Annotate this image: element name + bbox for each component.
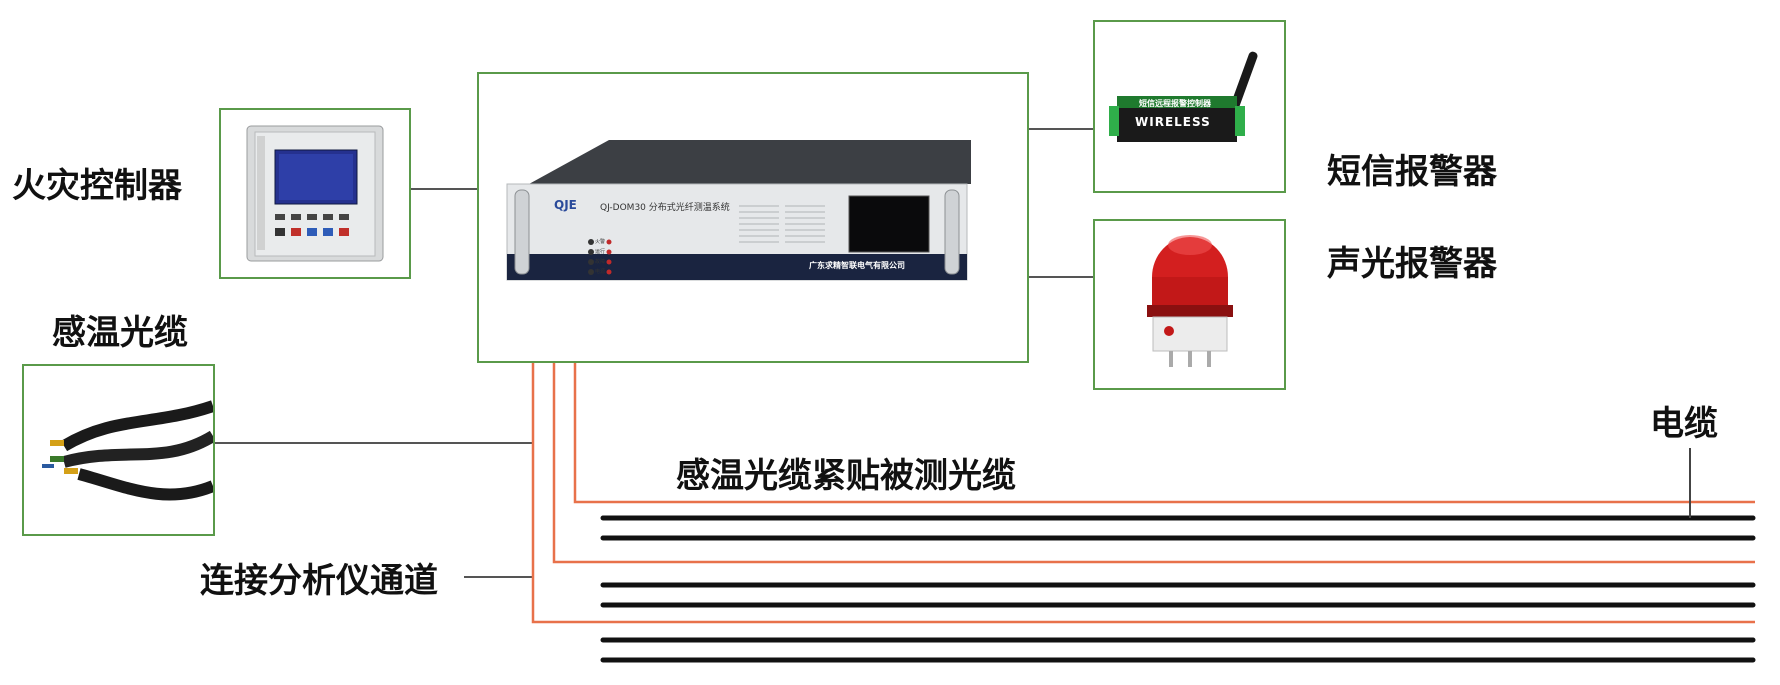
- sensing-cable-box: [22, 364, 215, 536]
- fire-controller-label: 火灾控制器: [12, 158, 182, 207]
- power-cable-label: 电缆: [1650, 396, 1718, 445]
- sound-light-alarm-box: [1093, 219, 1286, 390]
- main-analyzer-box: QJE QJ-DOM30 分布式光纤测温系统 广东求精智联电气有限公司 火警 运…: [477, 72, 1029, 363]
- analyzer-device-image: [479, 74, 1027, 361]
- analyzer-channel-label: 连接分析仪通道: [200, 553, 438, 602]
- device-company: 广东求精智联电气有限公司: [809, 260, 905, 271]
- sms-device-name: WIRELESS: [1135, 115, 1211, 129]
- device-indicator-label: 故障: [595, 258, 605, 265]
- sms-alarm-box: 短信远程报警控制器 WIRELESS: [1093, 20, 1286, 193]
- device-indicator-label: 火警: [595, 238, 605, 245]
- sensing-cable-label: 感温光缆: [52, 305, 188, 354]
- sensing-cable-image: [24, 366, 213, 534]
- fire-controller-image: [221, 110, 409, 277]
- device-model-title: QJ-DOM30 分布式光纤测温系统: [600, 200, 730, 213]
- device-indicator-label: 电源: [595, 268, 605, 275]
- sound-light-alarm-label: 声光报警器: [1327, 236, 1497, 285]
- sms-device-header: 短信远程报警控制器: [1139, 98, 1211, 109]
- sms-alarm-label: 短信报警器: [1327, 144, 1497, 193]
- power-cables: [603, 518, 1753, 660]
- attach-note-label: 感温光缆紧贴被测光缆: [676, 448, 1016, 497]
- device-brand: QJE: [554, 198, 577, 212]
- device-indicator-label: 运行: [595, 248, 605, 255]
- fire-controller-box: [219, 108, 411, 279]
- sound-light-alarm-image: [1095, 221, 1284, 388]
